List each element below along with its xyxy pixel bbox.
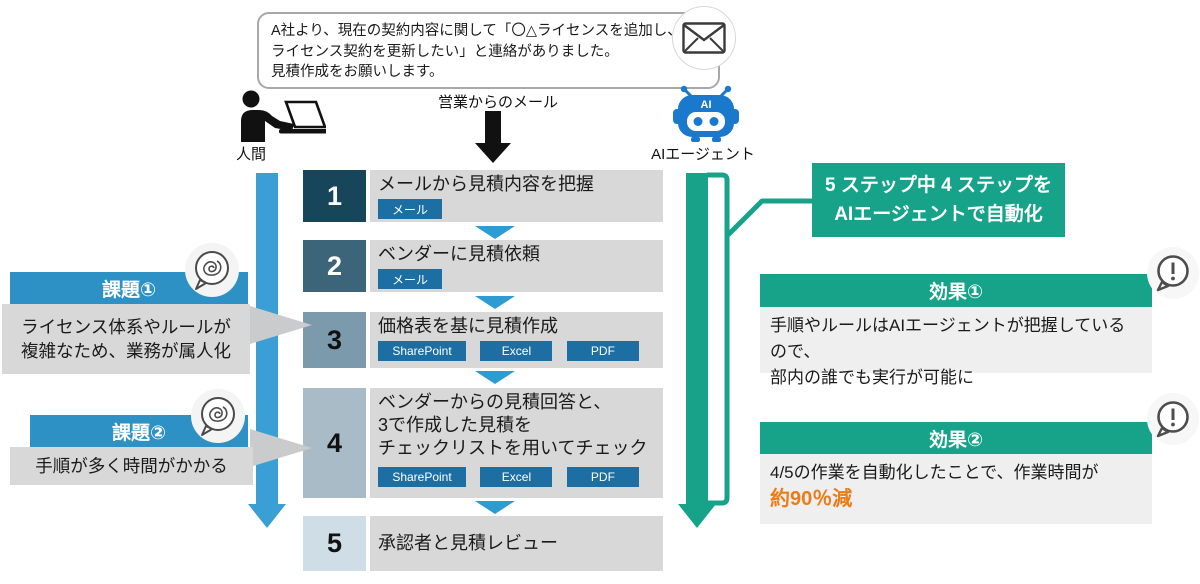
ai-flow-arrow [686, 173, 708, 504]
robot-head-label: AI [701, 99, 712, 111]
issue2-title: 課題② [111, 422, 167, 444]
step-number: 2 [303, 240, 366, 292]
step-row-5: 5 承認者と見積レビュー [303, 516, 663, 571]
bubble-line: ライセンス契約を更新したい」と連絡がありました。 [271, 43, 619, 60]
frustration-icon [191, 389, 245, 443]
step-title: チェックリストを用いてチェック [378, 438, 648, 458]
envelope-badge [672, 6, 736, 70]
tool-tag: メール [378, 269, 442, 289]
effect1-line: 手順やルールはAIエージェントが把握しているので、 [770, 316, 1126, 361]
ai-flow-arrow-head [678, 504, 716, 528]
effect2-highlight: 約90％減 [770, 488, 853, 510]
mail-down-arrow-head [475, 143, 511, 163]
tool-tag: メール [378, 199, 442, 219]
step-title: メールから見積内容を把握 [378, 174, 594, 194]
envelope-icon [682, 22, 726, 54]
bubble-line: A社より、現在の契約内容に関して「〇△ライセンスを追加し、 [271, 23, 682, 39]
human-icon [234, 90, 329, 147]
human-label: 人間 [236, 146, 267, 163]
step-row-2: 2 ベンダーに見積依頼 メール [303, 240, 663, 292]
automation-note-line: 5 ステップ中 4 ステップを [825, 175, 1052, 196]
step-title: 価格表を基に見積作成 [378, 316, 558, 336]
automation-bracket [705, 172, 818, 506]
step-row-1: 1 メールから見積内容を把握 メール [303, 170, 663, 222]
automation-note: 5 ステップ中 4 ステップを AIエージェントで自動化 [812, 163, 1065, 237]
effect1-header: 効果① [760, 274, 1152, 307]
tool-tag: Excel [480, 341, 553, 361]
issue1-line: 複雑なため、業務が属人化 [21, 341, 231, 361]
step-number: 4 [303, 388, 366, 498]
mail-from-sales-label: 営業からのメール [437, 94, 558, 111]
step-title: ベンダーからの見積回答と、 [378, 392, 612, 412]
step-row-4: 4 ベンダーからの見積回答と、 3で作成した見積を チェックリストを用いてチェッ… [303, 388, 663, 498]
tool-tag: PDF [566, 341, 639, 361]
bubble-line: 見積作成をお願いします。 [271, 64, 444, 80]
issue1-pointer [250, 306, 312, 344]
sales-email-bubble: A社より、現在の契約内容に関して「〇△ライセンスを追加し、 ライセンス契約を更新… [257, 12, 720, 89]
tool-tag: PDF [566, 467, 639, 487]
issue1-title: 課題① [101, 279, 157, 301]
step-chevron [475, 371, 515, 384]
step-title: 承認者と見積レビュー [378, 533, 558, 553]
issue1-header: 課題① [10, 272, 248, 304]
effect1-title: 効果① [928, 282, 984, 303]
step-chevron [475, 296, 515, 309]
frustration-icon [185, 243, 239, 297]
effect2-body: 4/5の作業を自動化したことで、作業時間が 約90％減 [760, 454, 1152, 524]
automation-note-line: AIエージェントで自動化 [834, 204, 1043, 225]
effect1-line: 部内の誰でも実行が可能に [770, 368, 974, 387]
issue1-body: ライセンス体系やルールが 複雑なため、業務が属人化 [2, 304, 250, 374]
tool-tag: SharePoint [378, 341, 466, 361]
ai-agent-icon: AI [666, 85, 746, 148]
human-flow-arrow-head [248, 504, 286, 528]
step-number: 3 [303, 312, 366, 368]
step-number: 5 [303, 516, 366, 571]
effect2-line: 4/5の作業を自動化したことで、作業時間が [770, 463, 1099, 482]
step-chevron [475, 226, 515, 239]
tool-tag: SharePoint [378, 467, 466, 487]
mail-down-arrow [485, 111, 501, 143]
step-row-3: 3 価格表を基に見積作成 SharePoint Excel PDF [303, 312, 663, 368]
issue2-body: 手順が多く時間がかかる [10, 447, 253, 485]
effect2-title: 効果② [928, 429, 984, 451]
tool-tag: Excel [480, 467, 553, 487]
issue1-line: ライセンス体系やルールが [21, 317, 231, 337]
alert-bubble-icon [1147, 247, 1199, 299]
effect1-body: 手順やルールはAIエージェントが把握しているので、 部内の誰でも実行が可能に [760, 307, 1152, 387]
alert-bubble-icon [1147, 393, 1199, 445]
step-chevron [475, 501, 515, 514]
issue2-line: 手順が多く時間がかかる [35, 456, 228, 476]
issue2-pointer [250, 429, 312, 467]
ai-agent-label: AIエージェント [651, 146, 755, 163]
step-number: 1 [303, 170, 366, 222]
effect2-header: 効果② [760, 422, 1152, 454]
step-title: 3で作成した見積を [378, 415, 533, 435]
step-title: ベンダーに見積依頼 [378, 244, 540, 264]
